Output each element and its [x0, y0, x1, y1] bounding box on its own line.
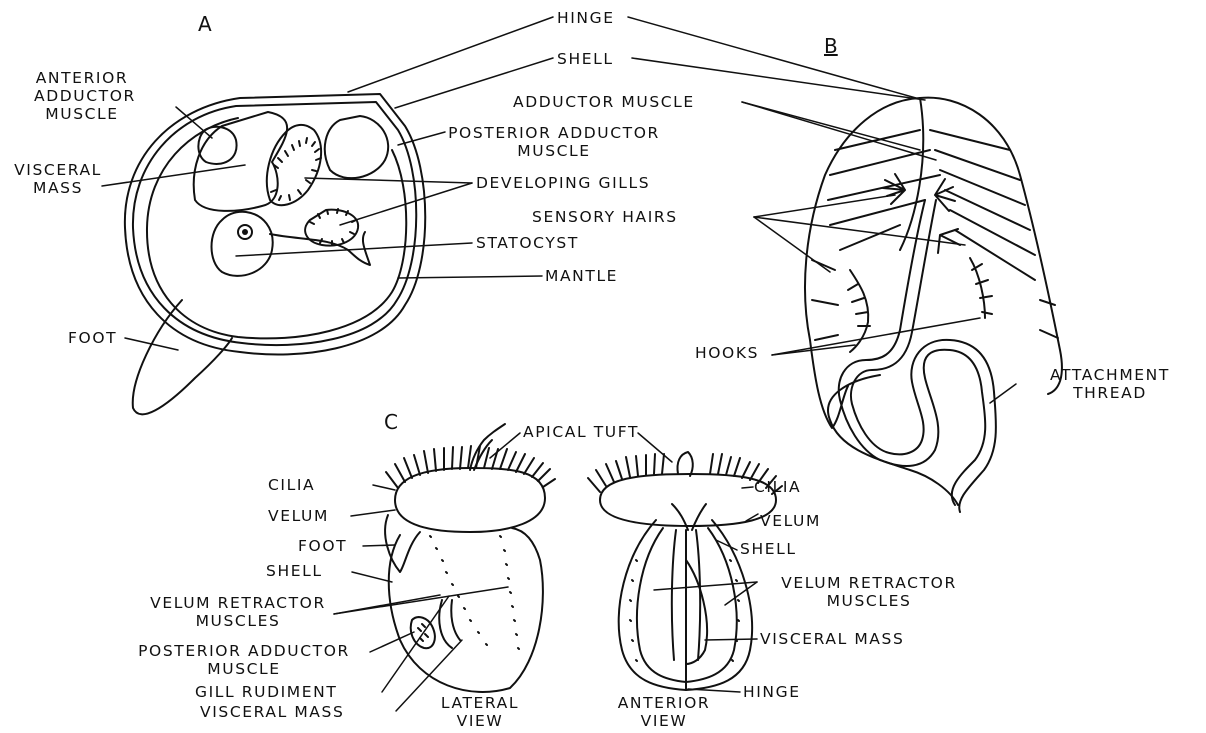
label-developing-gills: DEVELOPING GILLS	[476, 174, 650, 192]
label-posterior-adductor-muscle-c: POSTERIOR ADDUCTOR MUSCLE	[117, 642, 371, 678]
label-posterior-adductor-muscle-a: POSTERIOR ADDUCTOR MUSCLE	[448, 124, 660, 160]
juvenile-statocyst-region	[212, 212, 273, 276]
label-hinge-a: HINGE	[557, 9, 615, 27]
juvenile-posterior-adductor	[325, 116, 388, 178]
lateral-gill-rudiment	[439, 600, 460, 648]
anterior-apical-tuft	[677, 452, 692, 476]
label-foot-lateral: FOOT	[298, 537, 347, 555]
label-visceral-mass-anterior: VISCERAL MASS	[760, 630, 904, 648]
panel-a-letter: A	[198, 12, 212, 36]
juvenile-visceral-mass	[194, 112, 287, 211]
label-shell-lateral: SHELL	[266, 562, 323, 580]
label-shell-anterior: SHELL	[740, 540, 797, 558]
label-attachment-thread: ATTACHMENT THREAD	[1018, 366, 1202, 402]
pediveliger-byssal-thread-a	[839, 200, 986, 505]
label-velum-retractor-muscles-anterior: VELUM RETRACTOR MUSCLES	[756, 574, 982, 610]
label-sensory-hairs: SENSORY HAIRS	[532, 208, 678, 226]
label-apical-tuft: APICAL TUFT	[523, 423, 639, 441]
label-shell-a: SHELL	[557, 50, 614, 68]
panel-c-letter: C	[384, 410, 398, 434]
label-adductor-muscle: ADDUCTOR MUSCLE	[513, 93, 695, 111]
label-mantle: MANTLE	[545, 267, 618, 285]
anterior-retractor-stipple	[630, 560, 739, 661]
pediveliger-right-hooks	[970, 258, 992, 318]
juvenile-statocyst-dot	[242, 229, 248, 235]
label-hinge-anterior: HINGE	[743, 683, 801, 701]
label-visceral-mass-a: VISCERAL MASS	[12, 161, 104, 197]
label-foot-a: FOOT	[68, 329, 117, 347]
lateral-apical-tuft	[470, 424, 505, 470]
juvenile-foot	[133, 300, 232, 414]
pediveliger-byssal-thread-b	[851, 200, 996, 512]
label-velum-lateral: VELUM	[268, 507, 329, 525]
label-hooks: HOOKS	[695, 344, 759, 362]
lateral-view-title: LATERAL VIEW	[420, 694, 540, 730]
lateral-velum	[395, 468, 545, 532]
panel-b-letter: B	[824, 34, 838, 58]
label-velum-anterior: VELUM	[760, 512, 821, 530]
label-cilia-anterior: CILIA	[754, 478, 801, 496]
anterior-view-title: ANTERIOR VIEW	[594, 694, 734, 730]
label-visceral-mass-lateral: VISCERAL MASS	[200, 703, 344, 721]
anterior-visceral-mass	[686, 560, 707, 664]
label-anterior-adductor-muscle: ANTERIOR ADDUCTOR MUSCLE	[34, 69, 130, 123]
label-statocyst: STATOCYST	[476, 234, 579, 252]
label-cilia-lateral: CILIA	[268, 476, 315, 494]
juvenile-mantle	[147, 118, 406, 338]
label-velum-retractor-muscles-lateral: VELUM RETRACTOR MUSCLES	[140, 594, 336, 630]
label-gill-rudiment: GILL RUDIMENT	[195, 683, 337, 701]
lateral-shell	[389, 528, 543, 692]
